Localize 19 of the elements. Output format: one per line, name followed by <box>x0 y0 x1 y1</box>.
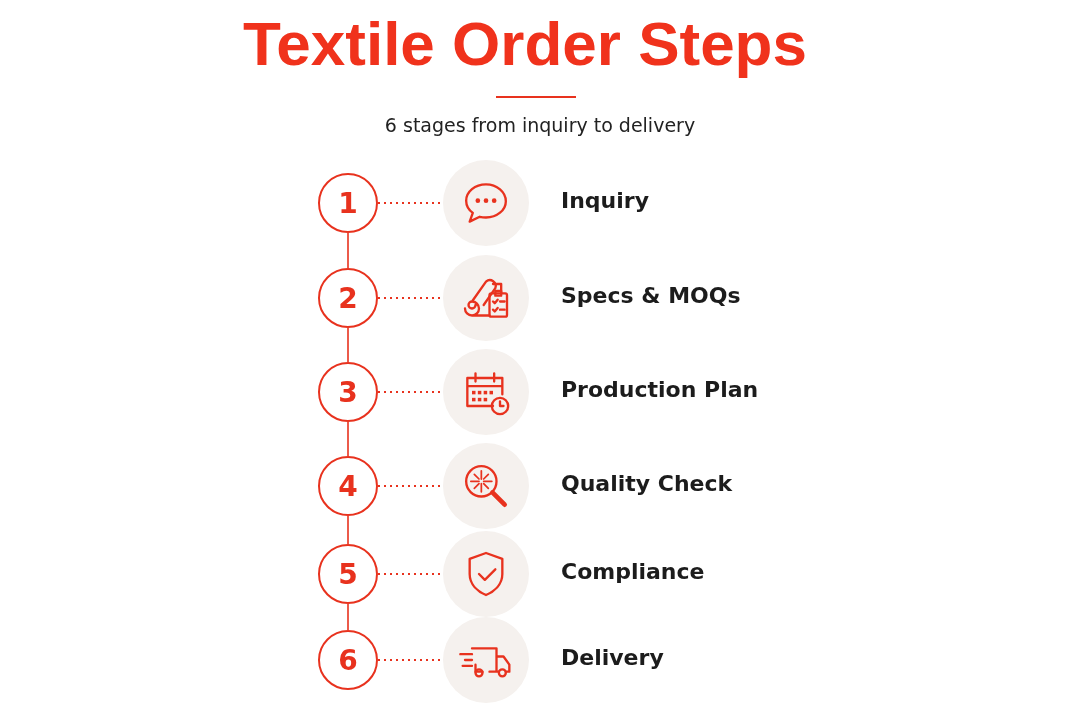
connector-line <box>347 515 349 545</box>
step-number-circle: 2 <box>318 268 378 328</box>
subtitle: 6 stages from inquiry to delivery <box>383 114 697 136</box>
stage-label: Delivery <box>561 645 664 670</box>
step-number-circle: 6 <box>318 630 378 690</box>
connector-line <box>347 421 349 457</box>
step-number-circle: 1 <box>318 173 378 233</box>
connector-line <box>347 232 349 269</box>
connector-line <box>347 603 349 631</box>
title: Textile Order Steps <box>242 8 808 79</box>
step-number-circle: 4 <box>318 456 378 516</box>
stage-label: Production Plan <box>561 377 759 402</box>
stage-label: Specs & MOQs <box>561 283 741 308</box>
step-number-circle: 3 <box>318 362 378 422</box>
connector-line <box>347 327 349 363</box>
step-number-circle: 5 <box>318 544 378 604</box>
stage-label: Inquiry <box>561 188 649 213</box>
stage-label: Compliance <box>561 559 705 584</box>
stage-label: Quality Check <box>561 471 733 496</box>
